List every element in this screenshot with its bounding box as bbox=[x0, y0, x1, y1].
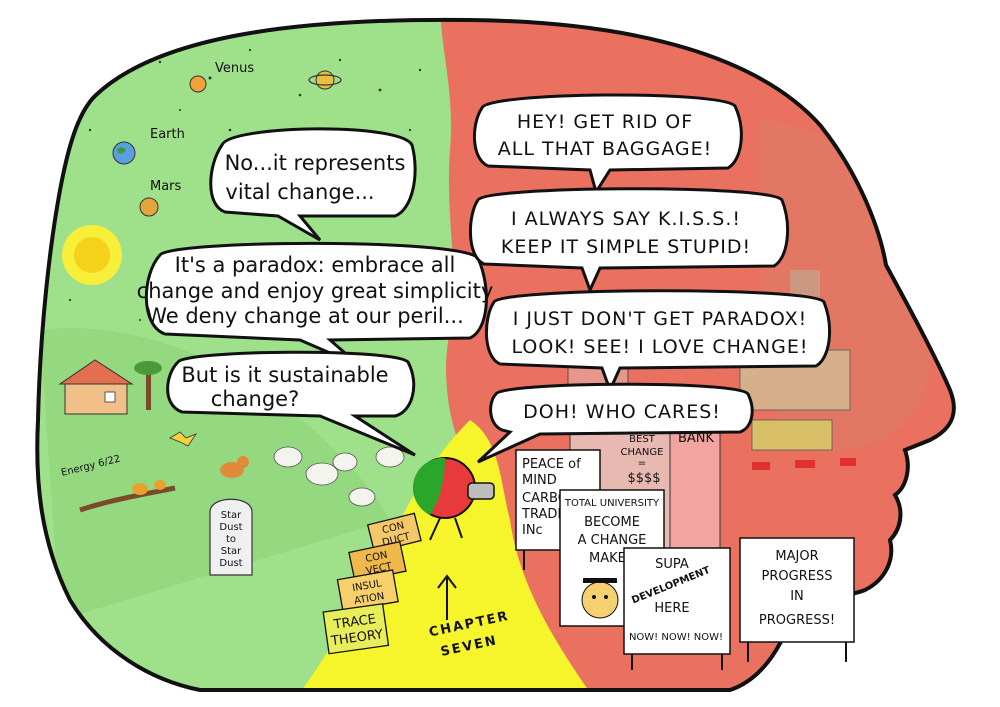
speech-bubble-doh: DOH! WHO CARES! bbox=[476, 382, 754, 464]
baggage-label: THEORY bbox=[329, 627, 384, 649]
house-icon bbox=[58, 359, 134, 415]
baggage-label: INSUL bbox=[351, 578, 383, 594]
svg-text:Star: Star bbox=[221, 510, 242, 521]
sheep-icon bbox=[273, 446, 405, 507]
earth-icon bbox=[112, 141, 136, 165]
svg-text:BECOME: BECOME bbox=[584, 515, 640, 530]
svg-text:$$$$: $$$$ bbox=[627, 471, 660, 486]
svg-text:PROGRESS: PROGRESS bbox=[762, 569, 833, 584]
baggage-label: ATION bbox=[353, 591, 385, 607]
bubble-text: We deny change at our peril... bbox=[146, 304, 464, 328]
svg-text:A CHANGE: A CHANGE bbox=[578, 533, 647, 548]
bubble-text: I ALWAYS SAY K.I.S.S.! bbox=[511, 208, 741, 230]
venus-icon bbox=[189, 75, 207, 93]
bubble-text: I JUST DON'T GET PARADOX! bbox=[513, 308, 808, 330]
bubble-text: But is it sustainable bbox=[181, 363, 388, 387]
bird-icon bbox=[169, 431, 198, 447]
bubble-text: change and enjoy great simplicity bbox=[137, 279, 494, 303]
svg-text:INc: INc bbox=[522, 523, 543, 538]
bubble-text: DOH! WHO CARES! bbox=[523, 401, 721, 423]
svg-text:to: to bbox=[226, 534, 236, 545]
arrow-up-icon bbox=[437, 574, 457, 620]
svg-text:IN: IN bbox=[790, 589, 804, 604]
svg-text:=: = bbox=[638, 458, 646, 469]
bubble-text: HEY! GET RID OF bbox=[517, 111, 693, 133]
svg-text:Dust: Dust bbox=[219, 522, 242, 533]
svg-text:CHANGE: CHANGE bbox=[621, 447, 664, 458]
baggage-stack: CON DUCT CON VECT INSUL ATION TRACE THEO… bbox=[322, 512, 422, 655]
bubble-text: vital change... bbox=[225, 180, 374, 204]
gravestone-text: Star Dust to Star Dust bbox=[219, 510, 242, 569]
sign-major-progress: MAJOR PROGRESS IN PROGRESS! bbox=[739, 537, 855, 662]
speech-bubble-kiss: I ALWAYS SAY K.I.S.S.! KEEP IT SIMPLE ST… bbox=[468, 187, 789, 294]
sun-icon bbox=[62, 225, 122, 285]
baggage-label: TRACE bbox=[332, 612, 377, 633]
svg-text:NOW! NOW! NOW!: NOW! NOW! NOW! bbox=[629, 632, 723, 643]
bubble-text: change? bbox=[211, 387, 299, 411]
bubble-text: LOOK! SEE! I LOVE CHANGE! bbox=[512, 336, 809, 358]
speech-bubble-sustainable: But is it sustainable change? bbox=[166, 350, 416, 457]
saturn-icon bbox=[308, 70, 342, 90]
venus-label: Venus bbox=[215, 61, 254, 76]
bubble-text: No...it represents bbox=[225, 151, 406, 175]
graduate-face-icon bbox=[581, 578, 619, 619]
bubble-text: ALL THAT BAGGAGE! bbox=[498, 138, 712, 160]
svg-text:HERE: HERE bbox=[654, 601, 689, 616]
head-outline bbox=[35, 17, 956, 692]
sign-best-change: BEST CHANGE = $$$$ bbox=[621, 434, 664, 486]
svg-text:PROGRESS!: PROGRESS! bbox=[759, 613, 835, 628]
mars-label: Mars bbox=[150, 179, 182, 194]
speech-bubble-paradox: It's a paradox: embrace all change and e… bbox=[137, 241, 494, 368]
svg-text:MIND: MIND bbox=[522, 473, 557, 488]
tree-icon bbox=[134, 361, 162, 410]
svg-text:Dust: Dust bbox=[219, 558, 242, 569]
baggage-label: CON bbox=[364, 550, 388, 565]
svg-text:MAJOR: MAJOR bbox=[775, 549, 818, 564]
speech-bubble-paradox-reply: I JUST DON'T GET PARADOX! LOOK! SEE! I L… bbox=[484, 289, 831, 394]
svg-text:PEACE of: PEACE of bbox=[522, 457, 581, 472]
svg-text:BEST: BEST bbox=[629, 434, 656, 445]
baggage-label: CON bbox=[381, 520, 405, 536]
svg-text:Star: Star bbox=[221, 546, 242, 557]
speech-bubble-baggage: HEY! GET RID OF ALL THAT BAGGAGE! bbox=[472, 93, 743, 196]
bubble-text: KEEP IT SIMPLE STUPID! bbox=[501, 236, 751, 258]
svg-text:SUPA: SUPA bbox=[655, 557, 689, 572]
bubble-text: It's a paradox: embrace all bbox=[175, 253, 456, 277]
gravestone-icon bbox=[209, 456, 253, 576]
sign-peace-of-mind: PEACE of MIND CARBON TRADERS INc bbox=[515, 449, 601, 570]
character-icon bbox=[412, 457, 495, 541]
branch-with-birds-icon bbox=[79, 480, 176, 513]
bank-label: BANK bbox=[678, 431, 715, 446]
mars-icon bbox=[139, 197, 159, 217]
sign-supa-development: SUPA DEVELOPMENT HERE NOW! NOW! NOW! bbox=[623, 547, 731, 670]
speech-bubble-vital-change: No...it represents vital change... bbox=[209, 127, 417, 242]
oil-pump-icon bbox=[752, 458, 856, 470]
svg-text:TOTAL UNIVERSITY: TOTAL UNIVERSITY bbox=[564, 498, 660, 509]
earth-label: Earth bbox=[150, 127, 185, 142]
